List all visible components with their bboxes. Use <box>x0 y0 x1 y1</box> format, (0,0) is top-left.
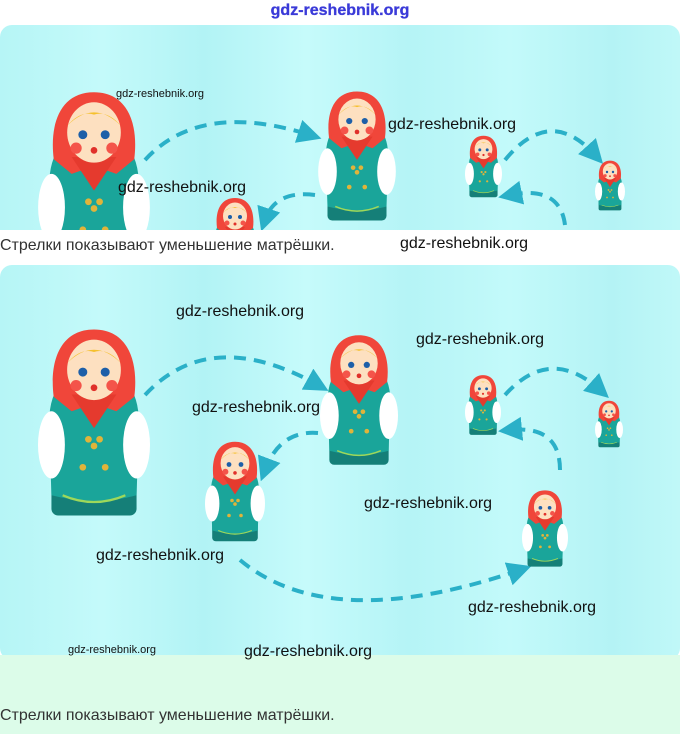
watermark: gdz-reshebnik.org <box>416 331 545 348</box>
watermark: gdz-reshebnik.org <box>468 599 597 616</box>
footer-area <box>0 655 680 734</box>
matryoshka-large <box>320 330 398 470</box>
illustration-panel-bottom <box>0 265 680 660</box>
matryoshka-largest <box>38 90 150 230</box>
matryoshka-smallest <box>595 160 625 211</box>
matryoshka-small <box>465 372 501 438</box>
watermark: gdz-reshebnik.org <box>116 88 205 100</box>
illustration-panel-top <box>0 25 680 230</box>
watermark: gdz-reshebnik.org <box>400 235 529 252</box>
watermark: gdz-reshebnik.org <box>176 303 305 320</box>
watermark: gdz-reshebnik.org <box>244 643 373 660</box>
matryoshka-medium-small <box>522 472 568 585</box>
watermark: gdz-reshebnik.org <box>118 179 247 196</box>
matryoshka-smallest <box>595 398 623 450</box>
matryoshka-large <box>318 90 396 222</box>
watermark: gdz-reshebnik.org <box>388 116 517 133</box>
watermark: gdz-reshebnik.org <box>364 495 493 512</box>
caption-bottom: Стрелки показывают уменьшение матрёшки. <box>0 707 335 724</box>
matryoshka-small <box>465 135 502 198</box>
matryoshka-medium <box>210 197 260 230</box>
arrows-top <box>143 119 604 230</box>
caption-top: Стрелки показывают уменьшение матрёшки. <box>0 237 335 254</box>
watermark: gdz-reshebnik.org <box>68 644 157 656</box>
watermark: gdz-reshebnik.org <box>192 399 321 416</box>
watermark: gdz-reshebnik.org <box>96 547 225 564</box>
matryoshka-largest <box>38 325 150 520</box>
matryoshka-medium <box>205 435 265 548</box>
arrows-bottom <box>143 355 609 603</box>
watermark-top: gdz-reshebnik.org <box>270 2 410 19</box>
